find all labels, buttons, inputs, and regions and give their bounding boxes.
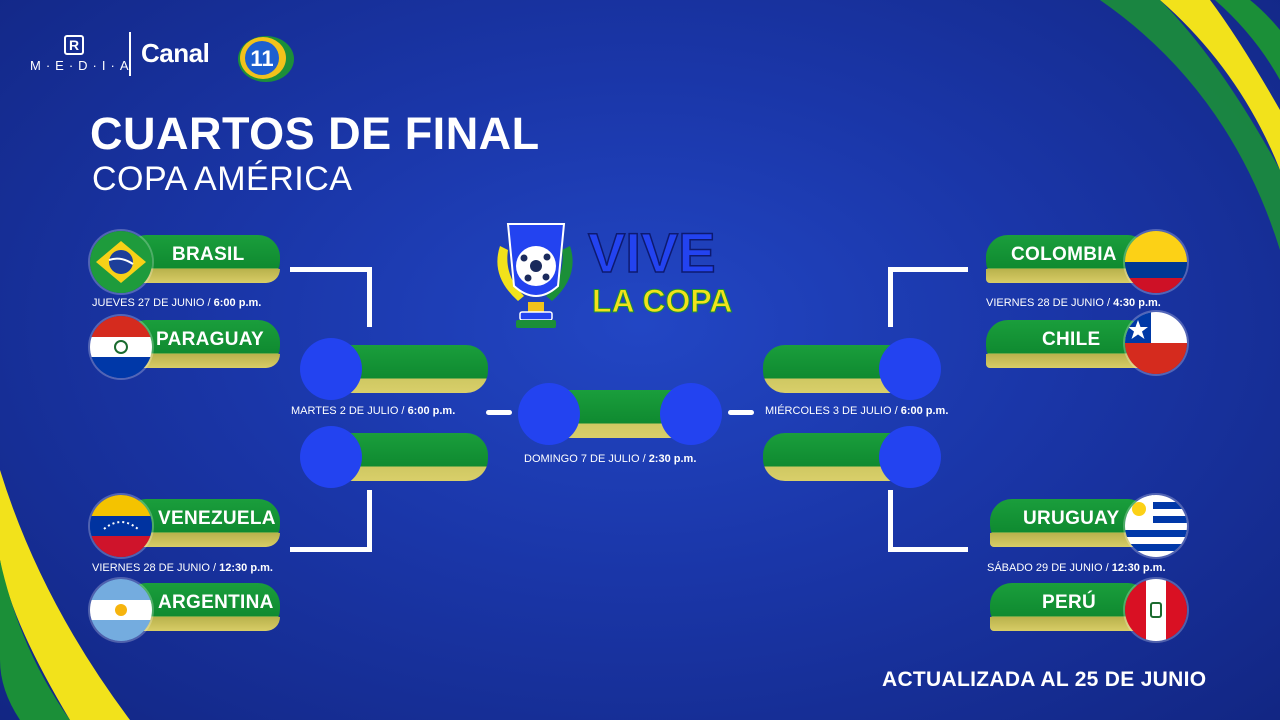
semifinal-slot-right-top — [763, 338, 941, 400]
bracket-line — [888, 547, 968, 552]
logo-line-1: VIVE — [588, 221, 716, 284]
logo-line-2: LA COPA — [592, 283, 732, 319]
team-name: URUGUAY — [1023, 508, 1120, 529]
team-name: PARAGUAY — [156, 329, 264, 350]
team-placeholder — [879, 338, 941, 400]
team-row-argentina: ARGENTINA — [128, 583, 280, 631]
team-placeholder — [879, 426, 941, 488]
team-name: CHILE — [1042, 329, 1101, 350]
semifinal-slot-left-bottom — [300, 426, 488, 488]
team-name: COLOMBIA — [1011, 244, 1117, 265]
bracket-line — [290, 267, 372, 272]
final-slot — [518, 383, 722, 445]
logo-divider — [129, 32, 131, 76]
vive-la-copa-trophy-icon — [497, 223, 573, 328]
semifinal-slot-right-bottom — [763, 426, 941, 488]
flag-uruguay-icon — [1125, 495, 1187, 557]
page-title: CUARTOS DE FINAL — [90, 108, 540, 159]
team-row-chile: CHILE — [986, 320, 1146, 368]
match-date-sf2: MIÉRCOLES 3 DE JULIO / 6:00 p.m. — [765, 405, 949, 417]
bracket-line — [888, 267, 968, 272]
updated-note: ACTUALIZADA AL 25 DE JUNIO — [882, 668, 1207, 691]
canal-11-logo: 11 — [238, 36, 294, 82]
canal-number: 11 — [250, 46, 273, 71]
r-media-wordmark: M·E·D·I·A — [30, 58, 134, 73]
flag-brazil-icon — [90, 231, 152, 293]
team-row-colombia: COLOMBIA — [986, 235, 1146, 283]
team-row-paraguay: PARAGUAY — [128, 320, 280, 368]
team-row-venezuela: VENEZUELA — [128, 499, 280, 547]
team-placeholder — [300, 338, 362, 400]
match-date-final: DOMINGO 7 DE JULIO / 2:30 p.m. — [524, 453, 697, 465]
canal-wordmark: Canal — [141, 38, 210, 68]
team-placeholder — [300, 426, 362, 488]
flag-chile-icon — [1125, 312, 1187, 374]
team-placeholder — [518, 383, 580, 445]
semifinal-slot-left-top — [300, 338, 488, 400]
team-placeholder — [660, 383, 722, 445]
team-row-peru: PERÚ — [990, 583, 1146, 631]
bracket-line — [290, 547, 372, 552]
vive-la-copa-logo: VIVE LA COPA — [497, 220, 733, 328]
flag-venezuela-icon — [90, 495, 152, 557]
flag-colombia-icon — [1125, 231, 1187, 293]
flag-argentina-icon — [90, 579, 152, 641]
team-row-brasil: BRASIL — [128, 235, 280, 283]
team-row-uruguay: URUGUAY — [990, 499, 1146, 547]
match-date-sf1: MARTES 2 DE JULIO / 6:00 p.m. — [291, 405, 456, 417]
bracket-line — [367, 490, 372, 552]
match-date-qf2: VIERNES 28 DE JUNIO / 12:30 p.m. — [92, 562, 273, 574]
match-date-qf3: VIERNES 28 DE JUNIO / 4:30 p.m. — [986, 297, 1161, 309]
bracket-line — [888, 490, 893, 552]
match-date-qf1: JUEVES 27 DE JUNIO / 6:00 p.m. — [92, 297, 262, 309]
match-date-qf4: SÁBADO 29 DE JUNIO / 12:30 p.m. — [987, 562, 1166, 574]
team-name: VENEZUELA — [158, 508, 276, 529]
team-name: PERÚ — [1042, 592, 1096, 613]
page-subtitle: COPA AMÉRICA — [92, 160, 353, 198]
flag-peru-icon — [1125, 579, 1187, 641]
team-name: ARGENTINA — [158, 592, 274, 613]
bracket-line — [486, 410, 512, 415]
r-media-logo: R — [64, 35, 84, 55]
team-name: BRASIL — [172, 244, 245, 265]
bracket-line — [367, 267, 372, 327]
bracket-line — [728, 410, 754, 415]
flag-paraguay-icon — [90, 316, 152, 378]
bracket-line — [888, 267, 893, 327]
